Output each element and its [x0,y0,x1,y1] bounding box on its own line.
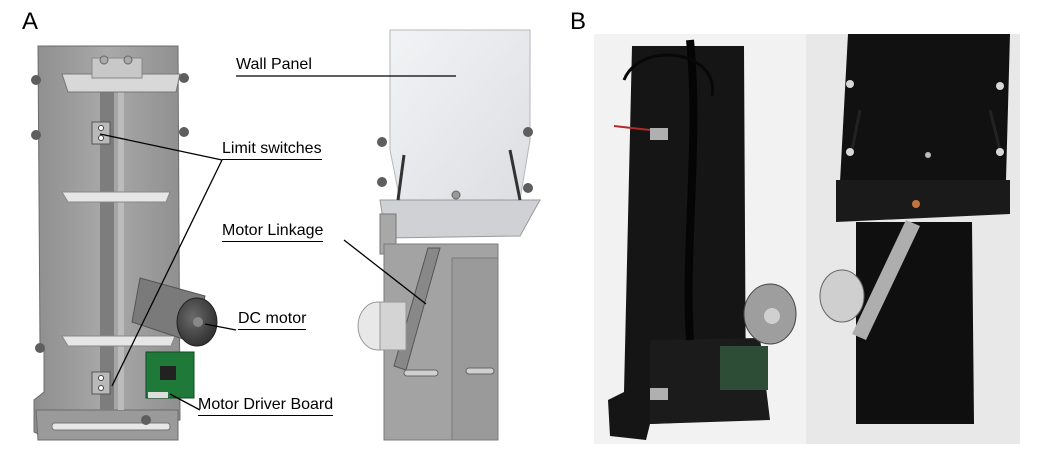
panel-b-letter: B [570,8,587,35]
callout-lines [99,75,456,411]
photo-back-view [594,34,806,444]
motor-linkage-leader [343,239,427,305]
dc-motor-label: DC motor [238,310,307,330]
render-back-view [31,45,218,441]
limit-switches-label: Limit switches [222,140,322,160]
panel-a-letter: A [22,8,39,35]
photo-front-view [806,34,1020,444]
motor-driver-board-label: Motor Driver Board [198,396,334,416]
driver-board-leader [169,393,201,411]
limit-switch-lower-leader [111,159,223,387]
render-front-view [357,29,541,441]
limit-switch-upper-leader [99,133,223,161]
dc-motor-leader [204,323,237,331]
wall-panel-label: Wall Panel [236,56,312,73]
motor-linkage-label: Motor Linkage [222,222,324,242]
